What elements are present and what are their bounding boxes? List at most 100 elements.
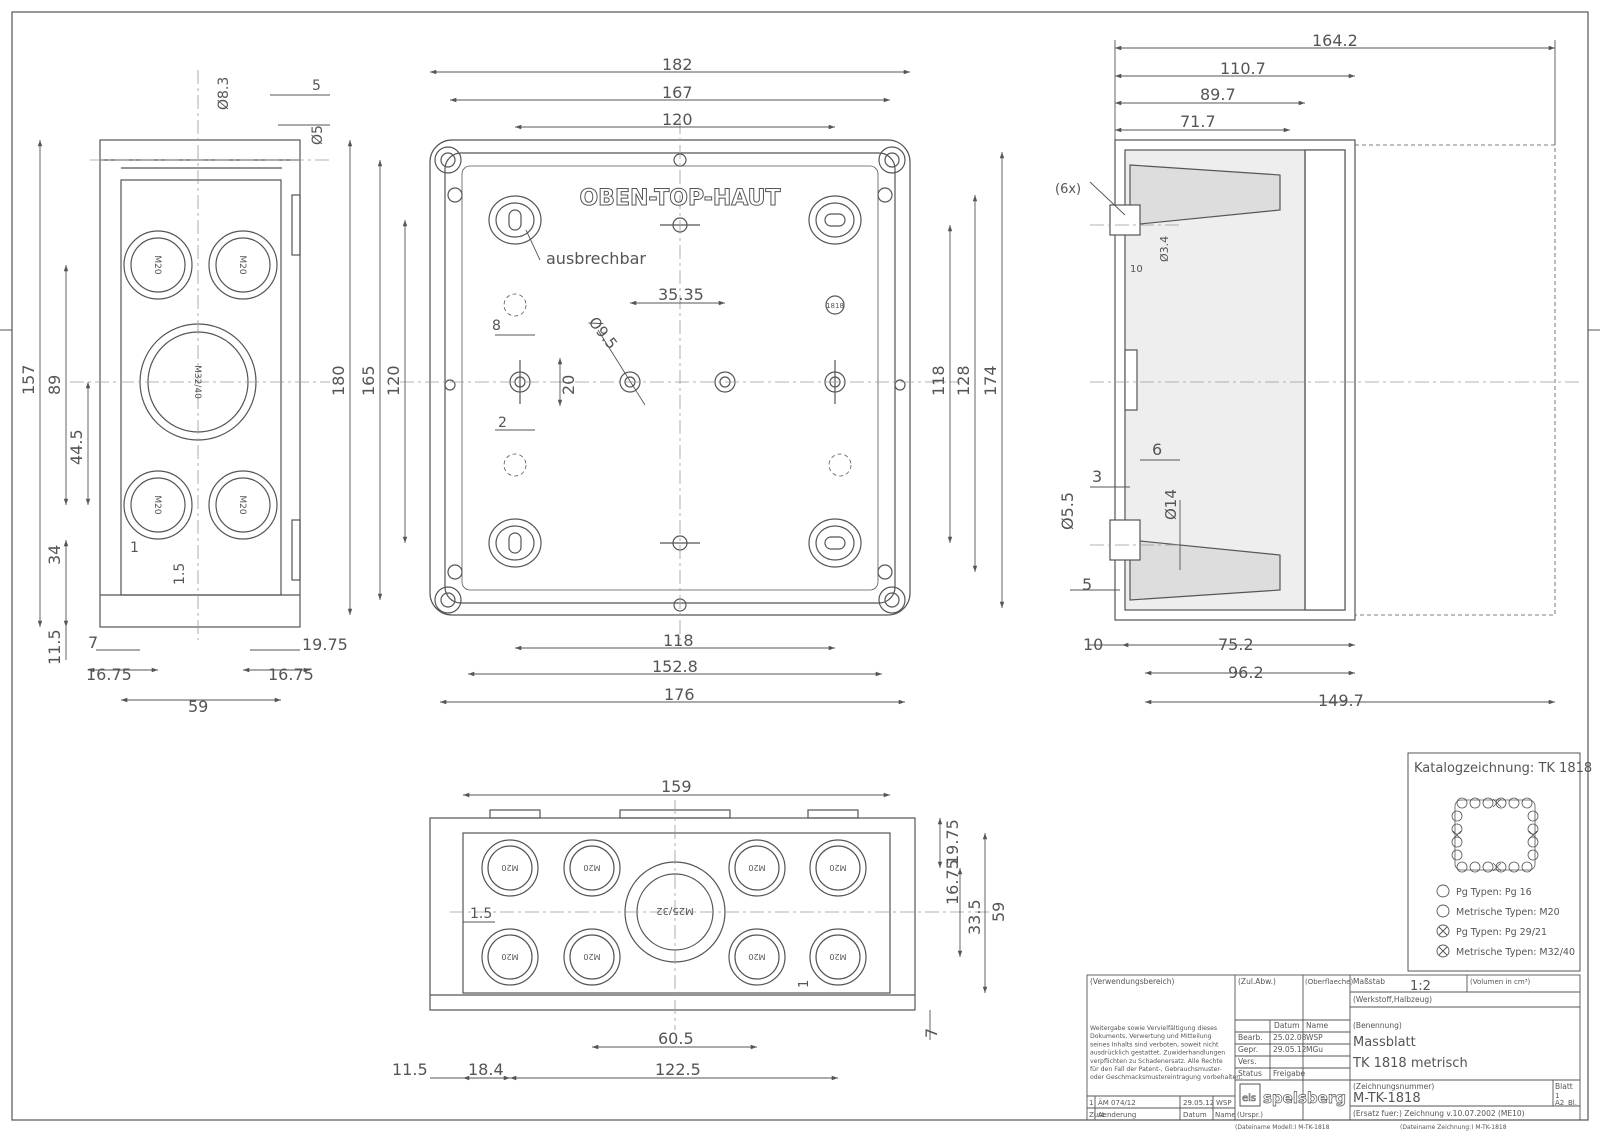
dim-59-v: 59 [989, 902, 1008, 922]
dim-120: 120 [662, 110, 693, 129]
left-view-dims [37, 94, 330, 703]
tb-rev-date: 29.05.12 [1183, 1099, 1214, 1107]
knockout-m20: M20 [583, 952, 600, 961]
tb-col-datum: Datum [1274, 1021, 1299, 1030]
catalog-legend: Pg Typen: Pg 16 Metrische Typen: M20 Pg Ty… [1436, 884, 1575, 958]
dim-176: 176 [664, 685, 695, 704]
mini-knockout [1508, 797, 1520, 809]
legend-label: Metrische Typen: M20 [1456, 907, 1560, 918]
dim-11-5-b: 11.5 [392, 1060, 428, 1079]
dim-3: 3 [1092, 467, 1102, 486]
crossed-circle-icon [1436, 944, 1450, 958]
company-logo-short: els [1242, 1093, 1256, 1104]
tb-benennung: (Benennung) [1353, 1021, 1402, 1030]
legend-row: Pg Typen: Pg 16 [1436, 884, 1532, 898]
bottom-view-dims [430, 792, 988, 1081]
tb-disclaimer-line: Weitergabe sowie Vervielfältigung dieses [1090, 1025, 1217, 1032]
tb-blatt-value: 1 [1555, 1092, 1559, 1100]
side-view-dims [1070, 40, 1556, 705]
dim-1-5: 1.5 [172, 563, 188, 585]
tb-bearb-name: WSP [1306, 1033, 1323, 1042]
knockout-m32: M32/40 [192, 365, 202, 399]
front-view-outline [429, 139, 911, 616]
legend-row: Pg Typen: Pg 29/21 [1436, 924, 1547, 938]
mini-knockout [1527, 810, 1539, 822]
dim-1-b: 1 [797, 980, 812, 988]
tb-datum2: Datum [1183, 1111, 1207, 1119]
tb-zust: Zust. [1089, 1111, 1107, 1119]
tb-zul-abw: (Zul.Abw.) [1238, 977, 1276, 986]
dim-11-5: 11.5 [45, 629, 64, 665]
catalog-mini-drawing [1451, 797, 1539, 873]
tb-gepr: Gepr. [1238, 1045, 1258, 1054]
mini-knockout [1521, 861, 1533, 873]
tb-file-drawing: (Dateiname Zeichnung:) M-TK-1818 [1400, 1124, 1507, 1131]
dim-16-75-v: 16.75 [943, 859, 962, 905]
mini-knockout [1451, 849, 1463, 861]
tb-oberflaeche: (Oberflaeche) [1305, 978, 1353, 986]
mini-knockout [1495, 861, 1507, 873]
tb-gepr-name: MGu [1306, 1045, 1323, 1054]
dim-165: 165 [359, 365, 378, 396]
knockout-m20: M20 [748, 952, 765, 961]
dim-5: 5 [312, 78, 321, 94]
mini-cross [1492, 798, 1502, 808]
dim-89: 89 [45, 375, 64, 395]
sheet-frame [11, 11, 1589, 1121]
mini-knockout [1482, 797, 1494, 809]
mini-knockout [1527, 823, 1539, 835]
dim-1-5-b: 1.5 [470, 906, 492, 922]
tb-rev-name: WSP [1216, 1099, 1232, 1107]
center-holes [444, 153, 906, 612]
dim-16-75-b: 16.75 [268, 665, 314, 684]
dim-149-7: 149.7 [1318, 691, 1364, 710]
tb-drawing-number: M-TK-1818 [1353, 1091, 1421, 1106]
dim-7: 7 [88, 633, 98, 652]
side-view-outline [1114, 139, 1356, 621]
tb-verwendungsbereich: (Verwendungsbereich) [1090, 977, 1174, 986]
dim-d8-3: Ø8.3 [216, 77, 232, 110]
tb-ersatz: (Ersatz fuer:) Zeichnung v.10.07.2002 (M… [1353, 1109, 1525, 1118]
mounting-bosses [488, 195, 862, 568]
dim-d5-5: Ø5.5 [1058, 492, 1077, 530]
corner-screws [434, 146, 906, 614]
side-view [1090, 139, 1580, 621]
circle-icon [1436, 884, 1450, 898]
label-6x: (6x) [1055, 182, 1081, 197]
dim-167: 167 [662, 83, 693, 102]
tb-zeichnungsnummer: (Zeichnungsnummer) [1353, 1082, 1434, 1091]
tb-bl: Bl. [1568, 1099, 1577, 1107]
tb-urspr: (Urspr.) [1237, 1111, 1263, 1119]
dim-7-b: 7 [922, 1028, 941, 1038]
legend-label: Metrische Typen: M32/40 [1456, 947, 1575, 958]
left-view [70, 70, 330, 640]
knockout-m20: M20 [829, 863, 846, 872]
mini-cross [1528, 830, 1538, 840]
tb-name-line2: TK 1818 metrisch [1352, 1056, 1468, 1071]
dim-34: 34 [45, 545, 64, 565]
mini-cross [1452, 830, 1462, 840]
dim-182: 182 [662, 55, 693, 74]
tb-disclaimer-line: seines Inhalts sind verboten, soweit nic… [1090, 1041, 1219, 1048]
tb-col-name: Name [1306, 1021, 1329, 1030]
dim-75-2: 75.2 [1218, 635, 1254, 654]
mini-knockout [1469, 861, 1481, 873]
knockout-m20: M20 [152, 495, 162, 514]
tb-size: A2 [1555, 1099, 1564, 1107]
title-block [1086, 974, 1581, 1121]
mini-knockout [1456, 797, 1468, 809]
tb-name2: Name [1215, 1111, 1236, 1119]
dim-59: 59 [188, 697, 208, 716]
tb-disclaimer-line: für den Fall der Patent-, Gebrauchsmuste… [1090, 1066, 1222, 1073]
front-view-labels: OBEN-TOP-HAUT ausbrechbar 1818 182 167 1… [329, 55, 1000, 704]
knockout-m20: M20 [237, 495, 247, 514]
tb-blatt-label: Blatt [1555, 1082, 1573, 1091]
dim-16-75-a: 16.75 [86, 665, 132, 684]
tb-disclaimer-line: Dokuments, Verwertung und Mitteilung [1090, 1033, 1212, 1040]
tb-massstab-label: Maßstab [1353, 977, 1385, 986]
dim-19-75-v: 19.75 [943, 819, 962, 865]
tb-status: Status [1238, 1069, 1262, 1078]
tb-disclaimer-line: oder Geschmacksmustereintragung vorbehal… [1090, 1074, 1242, 1081]
dim-8: 8 [492, 318, 501, 334]
